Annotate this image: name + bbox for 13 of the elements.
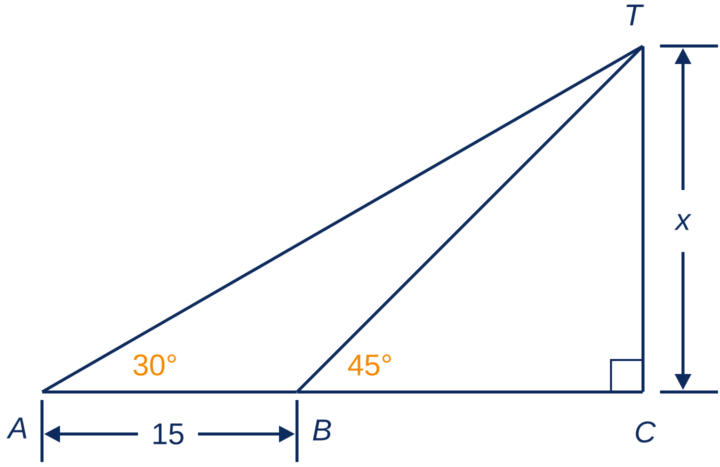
point-label: A [6, 418, 26, 438]
point-label: T [626, 4, 644, 26]
angle-label: 30° [133, 354, 176, 376]
line-segment [642, 46, 644, 392]
line-segment [296, 45, 644, 393]
length-label: x [674, 214, 692, 230]
line-segment [42, 390, 297, 394]
point-label: B [312, 420, 331, 440]
length-label: 15 [154, 424, 184, 444]
line-segment [297, 390, 643, 394]
line-segment [41, 44, 644, 394]
angle-label: 45° [348, 354, 391, 376]
point-label: C [636, 421, 656, 443]
